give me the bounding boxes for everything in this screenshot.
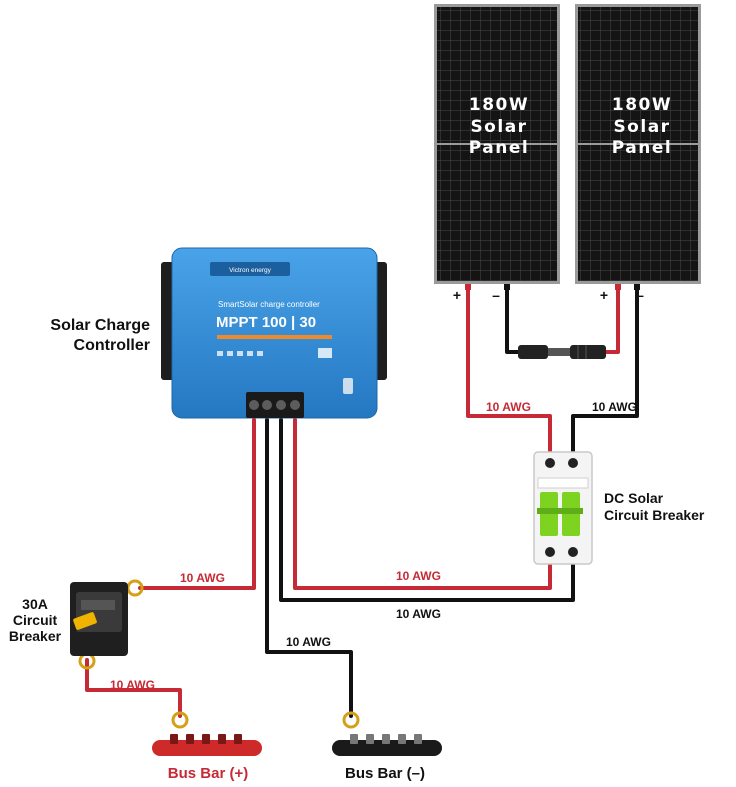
panel-negative-black-wire xyxy=(571,286,639,458)
solar-charge-controller: Victron energy SmartSolar charge control… xyxy=(161,247,387,419)
bus-bar-negative-label: Bus Bar (–) xyxy=(345,765,425,782)
fuse-label-line1: 30A xyxy=(22,596,48,612)
mc4-connector-icon xyxy=(518,345,606,359)
controller-model: MPPT 100 | 30 xyxy=(216,314,316,331)
controller-terminal-block xyxy=(246,392,304,418)
bus-bar-positive xyxy=(152,711,262,756)
panel-1-minus-sign: – xyxy=(492,287,500,303)
series-link-black-wire xyxy=(505,286,522,354)
panel-positive-red-wire xyxy=(466,286,552,458)
dc-breaker-label-line1: DC Solar xyxy=(604,490,664,506)
panel-2-minus-sign: – xyxy=(636,287,644,303)
panel-terminals xyxy=(465,284,640,290)
solar-panel-2 xyxy=(575,4,701,284)
wire-label-controller-battery-negative: 10 AWG xyxy=(286,635,331,649)
30a-circuit-breaker xyxy=(70,579,144,670)
panel-1-plus-sign: + xyxy=(453,287,461,303)
controller-cert-icons xyxy=(217,351,263,356)
wire-label-controller-to-fuse: 10 AWG xyxy=(180,571,225,585)
breaker-to-bus-red-wire xyxy=(85,658,182,718)
controller-pv-negative-black-wire xyxy=(279,418,575,602)
wire-label-panel-positive: 10 AWG xyxy=(486,400,531,414)
panel-2-plus-sign: + xyxy=(600,287,608,303)
wire-label-controller-pv-positive: 10 AWG xyxy=(396,569,441,583)
wire-label-fuse-to-bus: 10 AWG xyxy=(110,678,155,692)
controller-brand: Victron energy xyxy=(229,267,272,274)
panel-1-line1: 180W xyxy=(469,95,529,115)
controller-led xyxy=(343,378,353,394)
wire-label-panel-negative: 10 AWG xyxy=(592,400,637,414)
wire-label-controller-pv-negative: 10 AWG xyxy=(396,607,441,621)
panel-2-line3: Panel xyxy=(612,138,672,158)
bus-bar-positive-label: Bus Bar (+) xyxy=(168,765,248,782)
panel-1-line3: Panel xyxy=(469,138,529,158)
fuse-label-line2: Circuit xyxy=(13,612,58,628)
panel-2-line1: 180W xyxy=(612,95,672,115)
dc-solar-circuit-breaker xyxy=(533,451,593,565)
controller-label-line2: Controller xyxy=(74,337,150,354)
controller-orange-strip xyxy=(217,335,332,339)
fuse-label-line3: Breaker xyxy=(9,628,62,644)
dc-breaker-label-line2: Circuit Breaker xyxy=(604,507,705,523)
panel-2-line2: Solar xyxy=(613,117,670,137)
wires xyxy=(85,286,639,718)
controller-subtitle: SmartSolar charge controller xyxy=(218,300,320,309)
breaker-reset-lever xyxy=(73,612,97,630)
panel-1-line2: Solar xyxy=(470,117,527,137)
solar-panel-1 xyxy=(434,4,560,284)
controller-battery-positive-red-wire xyxy=(138,418,256,590)
bus-bar-negative xyxy=(332,711,442,756)
controller-label-line1: Solar Charge xyxy=(50,317,150,334)
series-link-red-wire xyxy=(602,286,620,354)
controller-pv-positive-red-wire xyxy=(293,418,552,590)
controller-battery-negative-black-wire xyxy=(265,418,353,718)
